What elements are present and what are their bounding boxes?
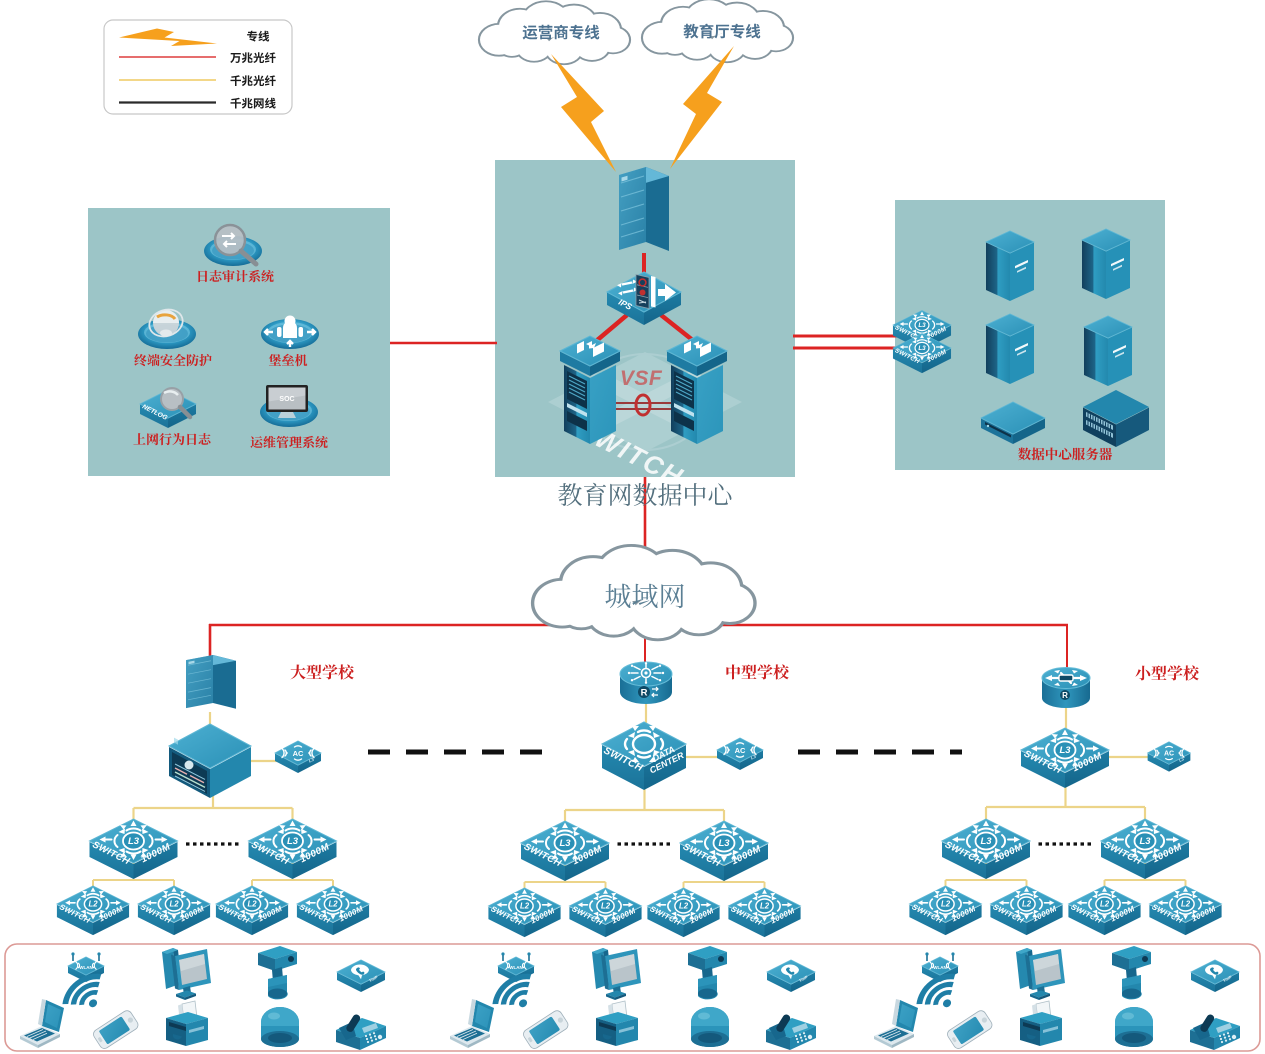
svg-text:VSF: VSF xyxy=(620,367,663,390)
svg-text:SOC: SOC xyxy=(279,396,294,403)
